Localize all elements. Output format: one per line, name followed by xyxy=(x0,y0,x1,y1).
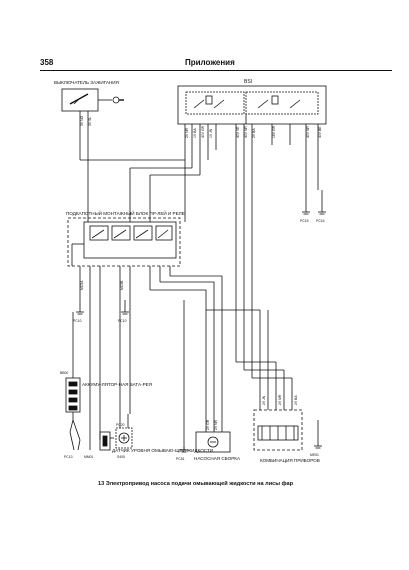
svg-text:40V NR: 40V NR xyxy=(244,126,248,138)
svg-text:2V GR: 2V GR xyxy=(206,419,210,430)
connector-pc51: PC51 xyxy=(176,457,185,461)
connector-pc15: PC15 xyxy=(300,219,309,223)
page-number: 358 xyxy=(40,58,54,67)
svg-text:2V JN: 2V JN xyxy=(262,395,266,405)
svg-text:16V GR: 16V GR xyxy=(272,125,276,138)
fluid-sensor-box xyxy=(99,431,111,451)
relay-box xyxy=(67,217,181,267)
battery-label: АККУМУ-ЛЯТОР-НАЯ БАТА-РЕЯ xyxy=(82,382,152,387)
pump-assembly-label: НАСОСНАЯ СБОРКА xyxy=(194,456,241,461)
relay-box-label: ПОДКАПОТНЫЙ МОНТАЖНЫЙ БЛОК ПР-ЛЕЙ И РЕЛЕ xyxy=(66,209,185,216)
svg-text:MC5B: MC5B xyxy=(120,280,124,290)
bsi-label: BSI xyxy=(244,79,252,85)
connector-mm01: MM01 xyxy=(84,455,94,459)
connector-bb00: BB00 xyxy=(60,371,68,375)
svg-text:1V JN: 1V JN xyxy=(209,128,213,138)
ignition-switch-box xyxy=(61,88,99,112)
instrument-cluster-box xyxy=(253,409,303,451)
pump-assembly-box xyxy=(195,431,231,453)
svg-text:40V BE: 40V BE xyxy=(318,126,322,138)
svg-text:40V GR: 40V GR xyxy=(201,125,205,138)
ignition-switch-label: ВЫКЛЮЧАТЕЛЬ ЗАЖИГАНИЯ xyxy=(54,80,119,85)
connector-pc10-a: PC10 xyxy=(73,319,82,323)
svg-text:2V MR: 2V MR xyxy=(278,394,282,405)
key-icon xyxy=(112,96,120,104)
connector-pc20: PC20 xyxy=(116,423,125,427)
page-header: 358 Приложения xyxy=(40,58,392,70)
connector-me51: ME51 xyxy=(310,453,319,457)
svg-text:3V NO: 3V NO xyxy=(80,115,84,126)
connector-pc13: PC13 xyxy=(64,455,73,459)
pump-s405-icon xyxy=(118,432,130,444)
connector-s405: S405 xyxy=(117,455,125,459)
svg-text:40V VE: 40V VE xyxy=(236,126,240,138)
svg-text:1V BA: 1V BA xyxy=(193,128,197,138)
connector-pc10-b: PC10 xyxy=(118,319,127,323)
svg-text:3V SL: 3V SL xyxy=(88,117,92,126)
figure-caption: 13 Электропривод насоса подачи омывающей… xyxy=(98,481,294,487)
svg-text:2V NR: 2V NR xyxy=(214,419,218,430)
svg-text:2V BA: 2V BA xyxy=(252,128,256,138)
connector-pc16: PC16 xyxy=(316,219,325,223)
svg-text:2V BA: 2V BA xyxy=(294,395,298,405)
section-title: Приложения xyxy=(185,58,235,67)
instrument-cluster-label: КОМБИНАЦИЯ ПРИБОРОВ xyxy=(260,458,320,463)
svg-text:40V NR: 40V NR xyxy=(306,126,310,138)
svg-text:MC5A: MC5A xyxy=(80,280,84,290)
header-rule xyxy=(40,70,392,71)
fluid-sensor-label: ДАТЧИК УРОВНЯ ОМЫВАЮ-ЩЕЙ ЖИДКОСТИ xyxy=(112,446,213,453)
svg-text:2V NR: 2V NR xyxy=(185,127,189,138)
